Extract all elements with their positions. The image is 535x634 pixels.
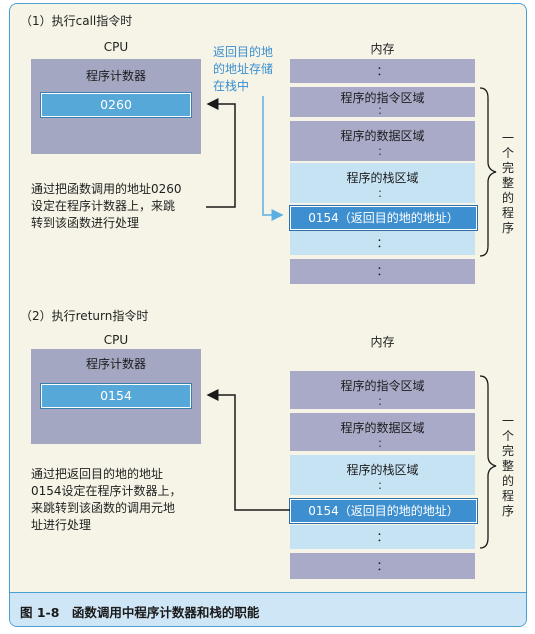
section2-note-line-2: 0154设定在程序计数器上，	[31, 484, 182, 498]
section2-cell-bottom: ：	[290, 553, 475, 579]
section2-cell-data: 程序的数据区域 ：	[290, 413, 475, 451]
section1-store-line-1: 返回目的地	[213, 45, 274, 59]
figure-caption: 图 1-8 函数调用中程序计数器和栈的职能	[20, 605, 260, 620]
section1-instr-label: 程序的指令区域	[340, 91, 425, 105]
section1-cell-instr: 程序的指令区域 ：	[290, 87, 475, 117]
section1-cell-below: ：	[290, 231, 475, 255]
section1-register-value: 0260	[40, 92, 192, 118]
section1-data-label: 程序的数据区域	[340, 129, 425, 143]
section1-brace-char-6: 程	[501, 206, 514, 220]
section1-note-line-1: 通过把函数调用的地址0260	[31, 182, 182, 196]
section1-call-arrow	[206, 98, 236, 208]
section1-data-dots: ：	[377, 147, 388, 158]
connector-layer	[206, 87, 497, 549]
section1-brace-char-7: 序	[501, 221, 514, 235]
section2-brace-char-4: 整	[501, 459, 514, 473]
section1-brace	[479, 87, 497, 257]
section2-title: （2）执行return指令时	[20, 309, 149, 323]
section2-note-line-3: 来跳转到该函数的调用元地	[31, 501, 176, 515]
section2-stack-dots: ：	[377, 481, 388, 492]
section1-store-arrow	[262, 96, 284, 221]
section1-note-line-2: 设定在程序计数器上，来跳	[31, 199, 176, 213]
section2-note-line-1: 通过把返回目的地的地址	[31, 467, 164, 481]
section2-cell-below: ：	[290, 525, 475, 549]
section2-register-label: 程序计数器	[85, 357, 146, 371]
section2-brace-char-6: 程	[501, 489, 514, 503]
section2-brace-char-7: 序	[501, 504, 514, 518]
section1-brace-char-5: 的	[501, 191, 514, 205]
section2-cpu-label: CPU	[103, 333, 129, 347]
section1-cell-top: ：	[290, 59, 475, 83]
section1-store-note: 返回目的地 的地址存储 在栈中	[213, 44, 273, 95]
section1-title: （1）执行call指令时	[20, 14, 133, 28]
section2-cell-stack: 程序的栈区域 ：	[290, 455, 475, 495]
section2-data-dots: ：	[377, 439, 388, 450]
section2-instr-dots: ：	[377, 397, 388, 408]
section1-brace-char-2: 个	[501, 146, 514, 160]
section1-cell-stack: 程序的栈区域 ：	[290, 163, 475, 203]
section2-cell-instr: 程序的指令区域 ：	[290, 371, 475, 409]
section1-stack-dots: ：	[377, 189, 388, 200]
section2-return-note: 通过把返回目的地的地址 0154设定在程序计数器上， 来跳转到该函数的调用元地 …	[31, 466, 182, 534]
section2-brace	[479, 375, 497, 549]
section2-brace-char-1: 一	[501, 414, 514, 428]
section1-store-line-2: 的地址存储	[213, 62, 274, 76]
section1-memory-block: ： 程序的指令区域 ： 程序的数据区域 ： 程序的栈区域 ： 0154（返回目的…	[289, 59, 478, 284]
section1-register-label: 程序计数器	[85, 69, 146, 83]
section2-brace-label: 一 个 完 整 的 程 序	[500, 414, 516, 519]
section2-cell-return: 0154（返回目的地的地址）	[289, 498, 478, 524]
section2-memory-block: 程序的指令区域 ： 程序的数据区域 ： 程序的栈区域 ： 0154（返回目的地的…	[289, 371, 478, 581]
section1-cpu-label: CPU	[103, 40, 129, 54]
section1-brace-char-1: 一	[501, 131, 514, 145]
section1-brace-char-4: 整	[501, 176, 514, 190]
section1-instr-dots: ：	[377, 106, 388, 117]
section2-return-arrow	[206, 389, 290, 511]
section1-call-note: 通过把函数调用的地址0260 设定在程序计数器上，来跳 转到该函数进行处理	[31, 181, 182, 232]
section2-memory-label: 内存	[370, 335, 395, 349]
section2-brace-char-2: 个	[501, 429, 514, 443]
section1-cpu-box: 程序计数器 0260	[31, 59, 201, 154]
section1-brace-char-3: 完	[501, 161, 514, 175]
section1-brace-label: 一 个 完 整 的 程 序	[500, 131, 516, 236]
section1-cell-data: 程序的数据区域 ：	[290, 121, 475, 161]
section1-stack-label: 程序的栈区域	[346, 171, 419, 185]
section1-memory-label: 内存	[370, 42, 395, 56]
section1-store-line-3: 在栈中	[213, 79, 250, 93]
section2-cpu-box: 程序计数器 0154	[31, 349, 201, 444]
caption-bar: 图 1-8 函数调用中程序计数器和栈的职能	[10, 592, 526, 626]
section2-instr-label: 程序的指令区域	[340, 379, 425, 393]
figure-frame: （1）执行call指令时 CPU 程序计数器 0260 通过把函数调用的地址02…	[9, 3, 527, 627]
section2-brace-char-3: 完	[501, 444, 514, 458]
section1-cell-bottom: ：	[290, 259, 475, 284]
section2-brace-char-5: 的	[501, 474, 514, 488]
section2-data-label: 程序的数据区域	[340, 421, 425, 435]
section2-register-value: 0154	[40, 383, 192, 409]
section1-note-line-3: 转到该函数进行处理	[31, 216, 140, 230]
section2-stack-label: 程序的栈区域	[346, 463, 419, 477]
section2-note-line-4: 址进行处理	[31, 518, 92, 532]
section1-cell-return: 0154（返回目的地的地址）	[289, 205, 478, 231]
